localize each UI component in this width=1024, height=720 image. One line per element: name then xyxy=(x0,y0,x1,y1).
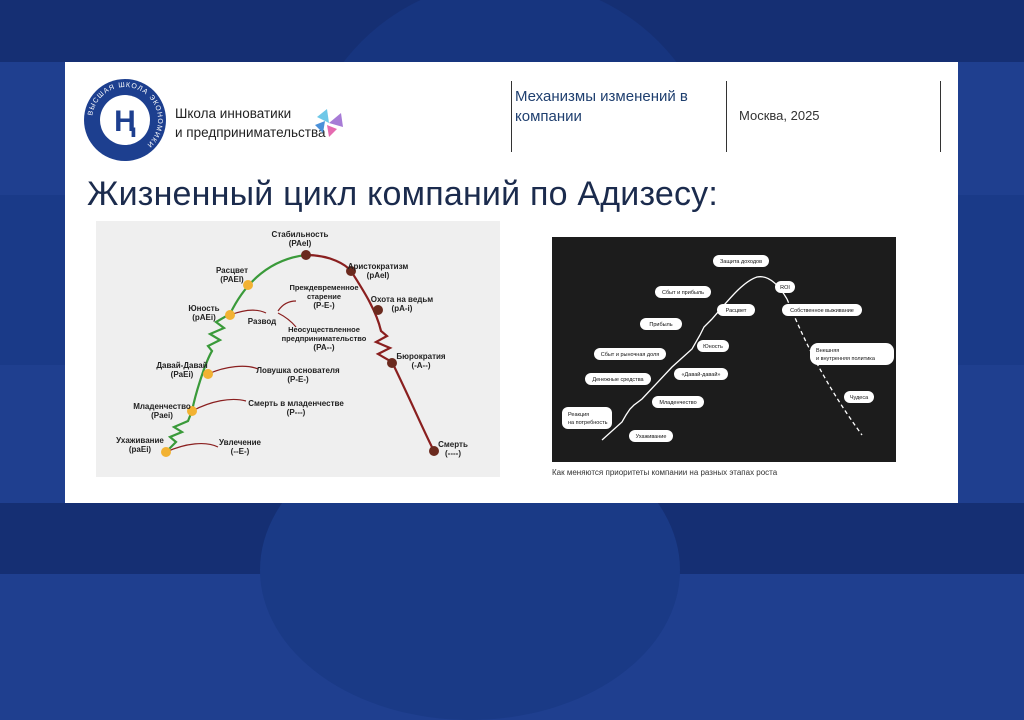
stage-dot xyxy=(225,310,235,320)
hse-logo: Ⱨ ВЫСШАЯ ШКОЛА ЭКОНОМИКИ xyxy=(84,79,166,161)
stage-code: (pAeI) xyxy=(367,271,390,280)
stage-code: (paEi) xyxy=(129,445,152,454)
trap-code: (P-E-) xyxy=(313,301,335,310)
priority-label-part: на потребность xyxy=(568,420,608,426)
priority-label-part: и внутренняя политика xyxy=(816,356,876,362)
stage-label: Аристократизм xyxy=(348,262,409,271)
trap-line xyxy=(165,442,219,453)
stage-code: (----) xyxy=(445,449,461,458)
trap-line xyxy=(277,300,297,312)
priority-label: Денежные средства xyxy=(592,377,644,383)
stage-label: Младенчество xyxy=(133,402,191,411)
trap-code: (--E-) xyxy=(231,447,250,456)
priorities-svg: Защита доходов Сбыт и прибыль ROI Прибыл… xyxy=(562,255,894,442)
trap-label-part: предпринимательство xyxy=(282,334,367,343)
brand-mark-icon xyxy=(315,109,343,137)
svg-text:Ⱨ: Ⱨ xyxy=(114,105,136,138)
priority-label: Юность xyxy=(703,344,723,350)
stage-dot xyxy=(346,266,356,276)
trap-code: (P-E-) xyxy=(287,375,309,384)
stage-label: Охота на ведьм xyxy=(371,295,434,304)
presentation-topic: Механизмы изменений в компании xyxy=(515,88,688,125)
stage-dot xyxy=(161,447,171,457)
adizes-lifecycle-diagram: Ухаживание (paEi) Младенчество (Paei) Да… xyxy=(96,221,500,477)
divider xyxy=(940,81,941,152)
priority-label: ROI xyxy=(780,285,790,291)
trap-code: (P---) xyxy=(287,408,306,417)
trap-label: Ловушка основателя xyxy=(256,366,340,375)
trap-line xyxy=(229,309,267,316)
stage-code: (PaEi) xyxy=(171,370,194,379)
stage-dot xyxy=(301,250,311,260)
priority-label: Реакция xyxy=(568,412,589,418)
stage-dot xyxy=(187,406,197,416)
trap-label: Увлечение xyxy=(219,438,262,447)
school-name-line-1: Школа инноватики xyxy=(175,106,292,121)
trap-code: (PA--) xyxy=(313,343,335,352)
stage-code: (pA-i) xyxy=(392,304,413,313)
stage-dot xyxy=(429,446,439,456)
stage-code: (PAEI) xyxy=(220,275,244,284)
priority-label: Собственное выживание xyxy=(790,308,854,314)
priority-label: Ухаживание xyxy=(636,434,667,440)
trap-line xyxy=(191,398,247,412)
stage-label: Давай-Давай xyxy=(156,361,207,370)
stage-label: Расцвет xyxy=(216,266,248,275)
priority-label: Младенчество xyxy=(659,400,696,406)
stage-label: Смерть xyxy=(438,440,468,449)
stage-code: (Paei) xyxy=(151,411,173,420)
trap-label: Развод xyxy=(248,317,276,326)
growth-curve xyxy=(165,253,307,453)
page-title: Жизненный цикл компаний по Адизесу: xyxy=(87,175,719,213)
stage-label: Ухаживание xyxy=(116,436,164,445)
slide: Ⱨ ВЫСШАЯ ШКОЛА ЭКОНОМИКИ Школа инноватик… xyxy=(65,62,958,503)
stage-dot xyxy=(373,305,383,315)
trap-label: Неосуществленное xyxy=(288,325,360,334)
priority-label: Сбыт и прибыль xyxy=(662,290,704,296)
priority-label: Защита доходов xyxy=(720,259,762,265)
stage-label: Бюрократия xyxy=(396,352,446,361)
priority-label: Чудеса xyxy=(850,395,869,401)
priority-label: Расцвет xyxy=(726,308,747,314)
stage-code: (pAEi) xyxy=(192,313,216,322)
decline-curve xyxy=(305,253,435,452)
priority-label: Прибыль xyxy=(649,322,672,328)
stage-label: Стабильность xyxy=(272,230,329,239)
stage-dot xyxy=(203,369,213,379)
stage-label: Юность xyxy=(188,304,219,313)
stage-code: (-A--) xyxy=(411,361,430,370)
priorities-diagram: Защита доходов Сбыт и прибыль ROI Прибыл… xyxy=(552,237,896,462)
school-name: Школа инноватики и предпринимательства xyxy=(175,104,326,142)
stage-code: (PAeI) xyxy=(289,239,312,248)
stage-dot xyxy=(243,280,253,290)
trap-label: Преждевременное xyxy=(289,283,358,292)
trap-label-part: старение xyxy=(307,292,341,301)
priority-label: «Давай-давай» xyxy=(682,371,721,378)
stage-dot xyxy=(387,358,397,368)
trap-line xyxy=(207,365,259,375)
priority-label: Внешняя xyxy=(816,348,839,354)
diagram-caption: Как меняются приоритеты компании на разн… xyxy=(552,468,778,477)
city-year: Москва, 2025 xyxy=(739,108,820,123)
priorities-curve xyxy=(601,276,788,441)
trap-label: Смерть в младенчестве xyxy=(248,399,344,408)
school-name-line-2: и предпринимательства xyxy=(175,125,326,140)
priority-label: Сбыт и рыночная доля xyxy=(601,352,660,358)
lifecycle-svg: Ухаживание (paEi) Младенчество (Paei) Да… xyxy=(116,230,468,458)
stage-dots xyxy=(161,250,439,457)
divider xyxy=(726,81,727,152)
priorities-decline xyxy=(786,298,863,436)
trap-line xyxy=(277,312,297,328)
divider xyxy=(511,81,512,152)
